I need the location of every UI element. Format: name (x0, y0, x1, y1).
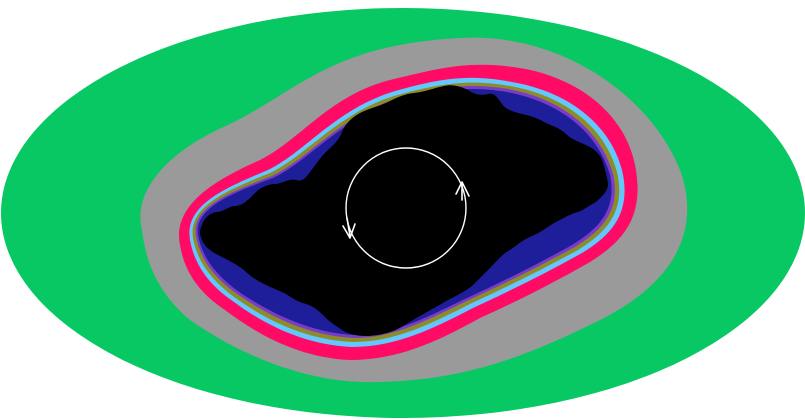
julia-set-diagram (0, 0, 805, 420)
julia-set-figure (0, 0, 805, 420)
